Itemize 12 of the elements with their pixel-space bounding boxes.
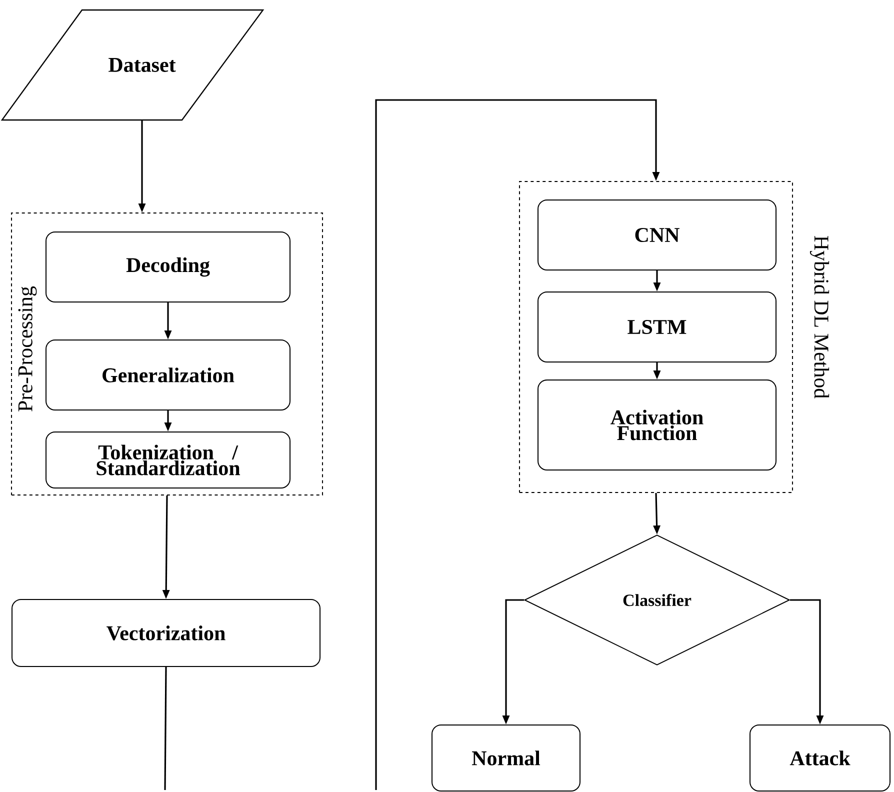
group-label: Pre-Processing <box>18 286 37 412</box>
process-box: Generalization <box>46 340 290 410</box>
group-label: Hybrid DL Method <box>810 236 830 398</box>
process-box: CNN <box>538 200 776 270</box>
process-box: Activation Function <box>538 380 776 470</box>
process-box: Normal <box>432 724 580 792</box>
process-box: Decoding <box>46 232 290 302</box>
arrow <box>375 99 660 790</box>
process-box: Attack <box>750 724 890 792</box>
process-box: LSTM <box>538 292 776 362</box>
process-box: Vectorization <box>12 599 320 667</box>
process-box: Tokenization / Standardization <box>46 432 290 488</box>
